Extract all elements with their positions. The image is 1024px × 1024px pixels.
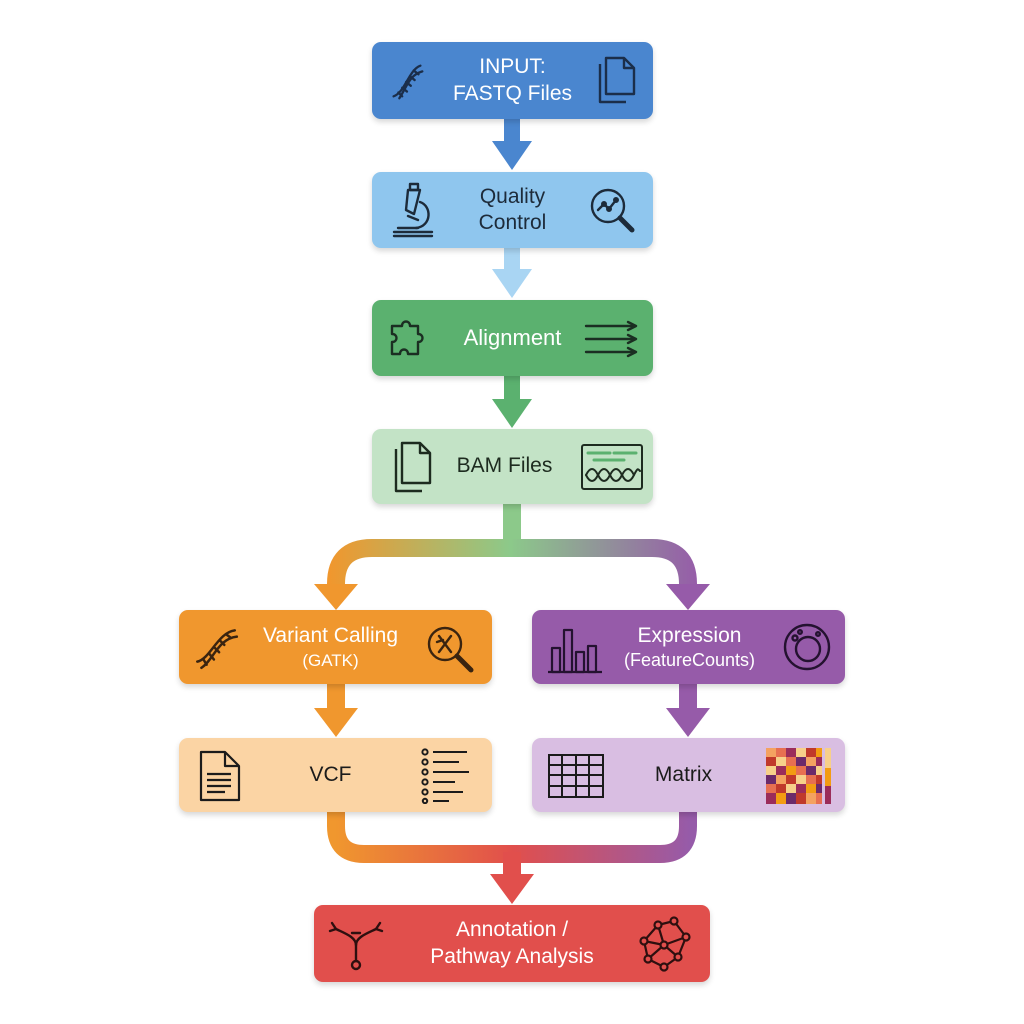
- dna-icon: [384, 58, 430, 104]
- dna-icon: [191, 622, 241, 672]
- arrow-variant-to-vcf: [314, 684, 358, 737]
- bam-files-node: BAM Files: [372, 429, 653, 504]
- variant-calling-node: Variant Calling (GATK): [179, 610, 492, 684]
- expression-subtitle: (FeatureCounts): [623, 649, 756, 670]
- network-icon: [636, 911, 698, 975]
- table-grid-icon: [548, 754, 604, 798]
- arrow-qc-to-alignment: [492, 248, 532, 298]
- variant-title: Variant Calling: [262, 624, 398, 648]
- annotation-title-line1: Annotation /: [455, 918, 569, 942]
- input-subtitle: FASTQ Files: [452, 81, 573, 105]
- cell-icon: [780, 620, 834, 674]
- expression-title: Expression: [637, 623, 742, 647]
- heatmap-icon: [766, 748, 832, 804]
- arrow-to-expression: [666, 584, 710, 610]
- files-icon: [592, 54, 640, 106]
- qc-title-line2: Control: [478, 211, 547, 234]
- arrow-alignment-to-bam: [492, 376, 532, 428]
- arrow-to-annotation: [490, 874, 534, 904]
- expression-node: Expression (FeatureCounts): [532, 610, 845, 684]
- variant-list-icon: [419, 746, 475, 804]
- files-icon: [386, 439, 436, 495]
- alignment-node: Alignment: [372, 300, 653, 376]
- input-title: INPUT:: [479, 55, 546, 79]
- vcf-title: VCF: [309, 762, 352, 786]
- microscope-icon: [388, 180, 436, 240]
- qc-title-line1: Quality: [479, 184, 546, 208]
- arrow-expression-to-matrix: [666, 684, 710, 737]
- split-connector: [314, 504, 710, 610]
- magnifier-chart-icon: [584, 182, 640, 238]
- matrix-title: Matrix: [654, 762, 713, 786]
- matrix-node: Matrix: [532, 738, 845, 812]
- magnifier-chromosome-icon: [423, 622, 479, 676]
- alignment-title: Alignment: [463, 325, 562, 351]
- vcf-node: VCF: [179, 738, 492, 812]
- genome-track-icon: [580, 443, 644, 491]
- annotation-title-line2: Pathway Analysis: [430, 944, 594, 968]
- arrow-to-variant: [314, 584, 358, 610]
- variant-subtitle: (GATK): [302, 650, 359, 670]
- parallel-arrows-icon: [582, 320, 642, 358]
- annotation-pathway-node: Annotation / Pathway Analysis: [314, 905, 710, 982]
- puzzle-icon: [386, 314, 434, 362]
- branch-icon: [328, 915, 384, 973]
- merge-connector: [327, 812, 697, 904]
- bar-chart-icon: [546, 624, 604, 674]
- quality-control-node: Quality Control: [372, 172, 653, 248]
- bam-title: BAM Files: [456, 454, 553, 478]
- arrow-input-to-qc: [492, 118, 532, 170]
- input-fastq-node: INPUT: FASTQ Files: [372, 42, 653, 119]
- document-icon: [197, 748, 243, 804]
